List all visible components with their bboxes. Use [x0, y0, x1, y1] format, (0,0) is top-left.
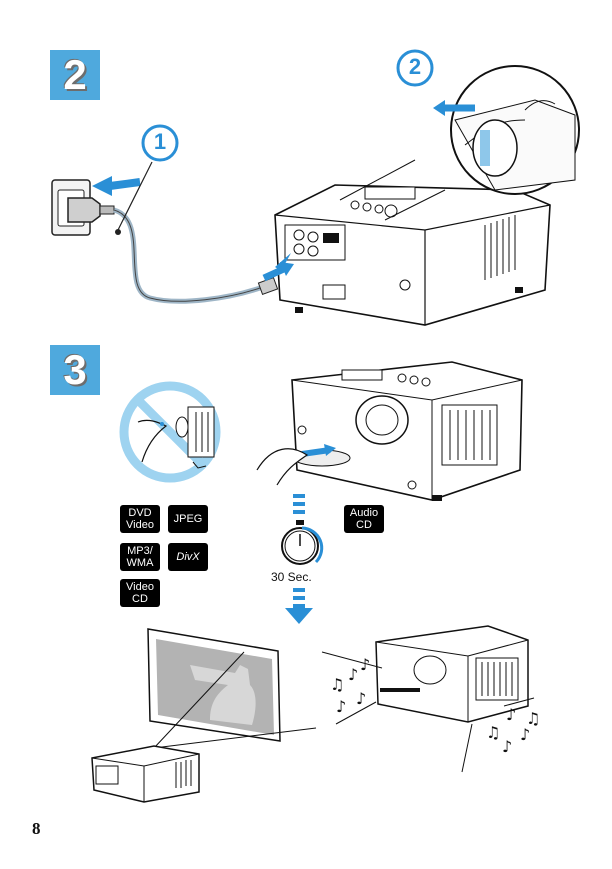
projector-small — [91, 651, 317, 803]
page-number: 8 — [32, 819, 41, 838]
format-badge-divx: DivX — [168, 543, 208, 571]
music-notes-icon: ♫♪♪ ♪♪ ♫♪♪ ♫♪ — [321, 651, 540, 773]
callout-2: 2 — [395, 48, 435, 88]
timer-label: 30 Sec. — [271, 570, 312, 584]
svg-text:♫: ♫ — [330, 675, 344, 694]
no-touch-lens-icon — [119, 381, 221, 483]
svg-text:♪: ♪ — [336, 697, 346, 716]
format-badge-video-cd: Video CD — [120, 579, 160, 607]
projector-audio — [375, 625, 529, 723]
format-badge-dvd-video: DVD Video — [120, 505, 160, 533]
disc-insert-icon — [256, 361, 523, 501]
format-badge-mp3-wma: MP3/ WMA — [120, 543, 160, 571]
step-2-number: 2 — [63, 51, 87, 98]
projector-step2 — [274, 184, 551, 326]
svg-text:♫: ♫ — [486, 723, 500, 742]
stopwatch-icon — [281, 520, 324, 565]
power-button-icon — [339, 65, 580, 221]
format-badge-audio-cd: Audio CD — [344, 505, 384, 533]
step-2-marker: 2 — [50, 50, 100, 100]
step-3-number: 3 — [63, 346, 87, 393]
svg-text:♪: ♪ — [520, 725, 530, 744]
dash-arrow-top — [293, 494, 305, 514]
down-arrow-icon — [285, 588, 313, 624]
callout-1-number: 1 — [153, 129, 167, 154]
power-plug-icon — [51, 161, 279, 304]
callout-2-number: 2 — [408, 54, 422, 79]
insert-arrow-icon — [262, 262, 294, 282]
callout-1: 1 — [140, 123, 180, 163]
svg-text:♪: ♪ — [356, 689, 366, 708]
step-3-marker: 3 — [50, 345, 100, 395]
svg-text:♫: ♫ — [526, 709, 540, 728]
svg-text:♪: ♪ — [348, 665, 358, 684]
svg-text:♪: ♪ — [502, 737, 512, 756]
svg-text:♪: ♪ — [506, 705, 516, 724]
format-badge-jpeg: JPEG — [168, 505, 208, 533]
svg-text:♪: ♪ — [360, 655, 370, 674]
projection-screen — [147, 628, 281, 742]
